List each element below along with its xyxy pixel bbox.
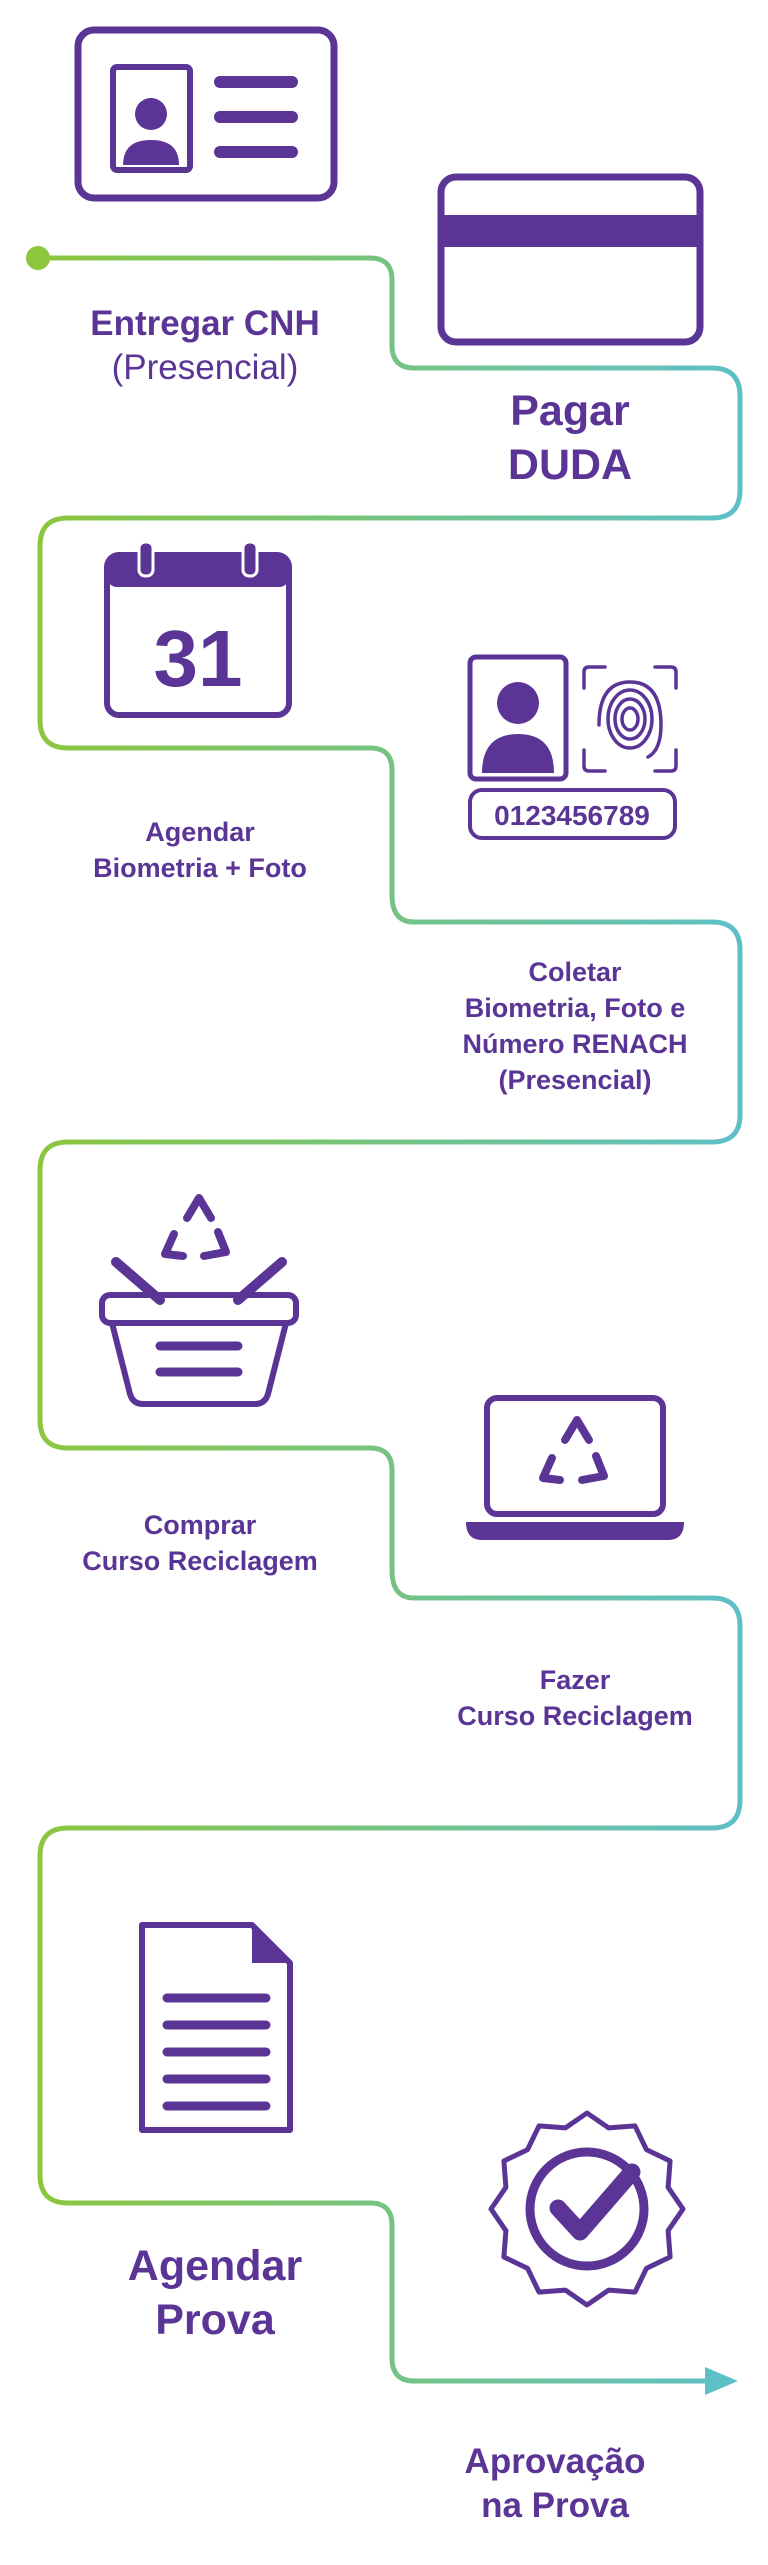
step-comprar-line-1: Comprar (143, 1510, 257, 1540)
step-aprovacao-label: Aprovação na Prova (400, 2440, 710, 2528)
step-coletar-line-2: Biometria, Foto e (464, 992, 686, 1023)
step-fazer-line-2: Curso Reciclagem (457, 1700, 693, 1731)
step-pagar-duda-line-1: Pagar (510, 387, 630, 435)
step-agendar-prova-label: Agendar Prova (60, 2240, 370, 2348)
calendar-day: 31 (154, 614, 243, 703)
flow-start-dot (26, 246, 50, 270)
document-icon (139, 1922, 293, 2133)
id-card-icon (74, 26, 338, 202)
photo-portrait-icon (467, 654, 569, 782)
step-agendar-biometria-line-1: Agendar (145, 817, 255, 847)
step-entregar-cnh-sub: (Presencial) (111, 347, 299, 387)
recycle-laptop-icon (466, 1395, 684, 1540)
fingerprint-icon (582, 665, 678, 773)
step-comprar-curso-label: Comprar Curso Reciclagem (40, 1508, 360, 1580)
recycle-icon (161, 1194, 230, 1260)
step-pagar-duda-label: Pagar DUDA (440, 385, 700, 493)
renach-number-box (468, 788, 677, 840)
step-comprar-line-2: Curso Reciclagem (82, 1545, 318, 1576)
recycle-basket-icon (99, 1194, 299, 1407)
step-aprovacao-line-1: Aprovação (464, 2442, 646, 2481)
step-coletar-line-4: (Presencial) (498, 1064, 652, 1095)
step-fazer-curso-label: Fazer Curso Reciclagem (420, 1663, 730, 1735)
step-coletar-line-3: Número RENACH (462, 1028, 688, 1059)
approval-badge-icon (488, 2110, 686, 2308)
step-agendar-prova-line-2: Prova (155, 2295, 275, 2344)
flow-end-arrow-icon (705, 2367, 738, 2395)
renach-number: 0123456789 (494, 800, 650, 831)
step-fazer-line-1: Fazer (539, 1665, 611, 1695)
step-aprovacao-line-2: na Prova (481, 2485, 629, 2525)
calendar-icon: 31 (104, 540, 292, 718)
credit-card-icon (437, 173, 704, 346)
recycle-icon (539, 1416, 608, 1484)
flow-connector (35, 255, 743, 2384)
step-agendar-prova-line-1: Agendar (127, 2242, 303, 2290)
step-coletar-line-1: Coletar (528, 957, 622, 987)
step-entregar-cnh-title: Entregar CNH (90, 304, 320, 343)
step-coletar-biometria-label: Coletar Biometria, Foto e Número RENACH … (420, 955, 730, 1099)
biometrics-icon: 0123456789 (467, 654, 678, 840)
step-agendar-biometria-line-2: Biometria + Foto (93, 852, 307, 883)
step-pagar-duda-line-2: DUDA (507, 440, 633, 489)
step-entregar-cnh-label: Entregar CNH (Presencial) (40, 302, 370, 390)
step-agendar-biometria-label: Agendar Biometria + Foto (40, 815, 360, 887)
